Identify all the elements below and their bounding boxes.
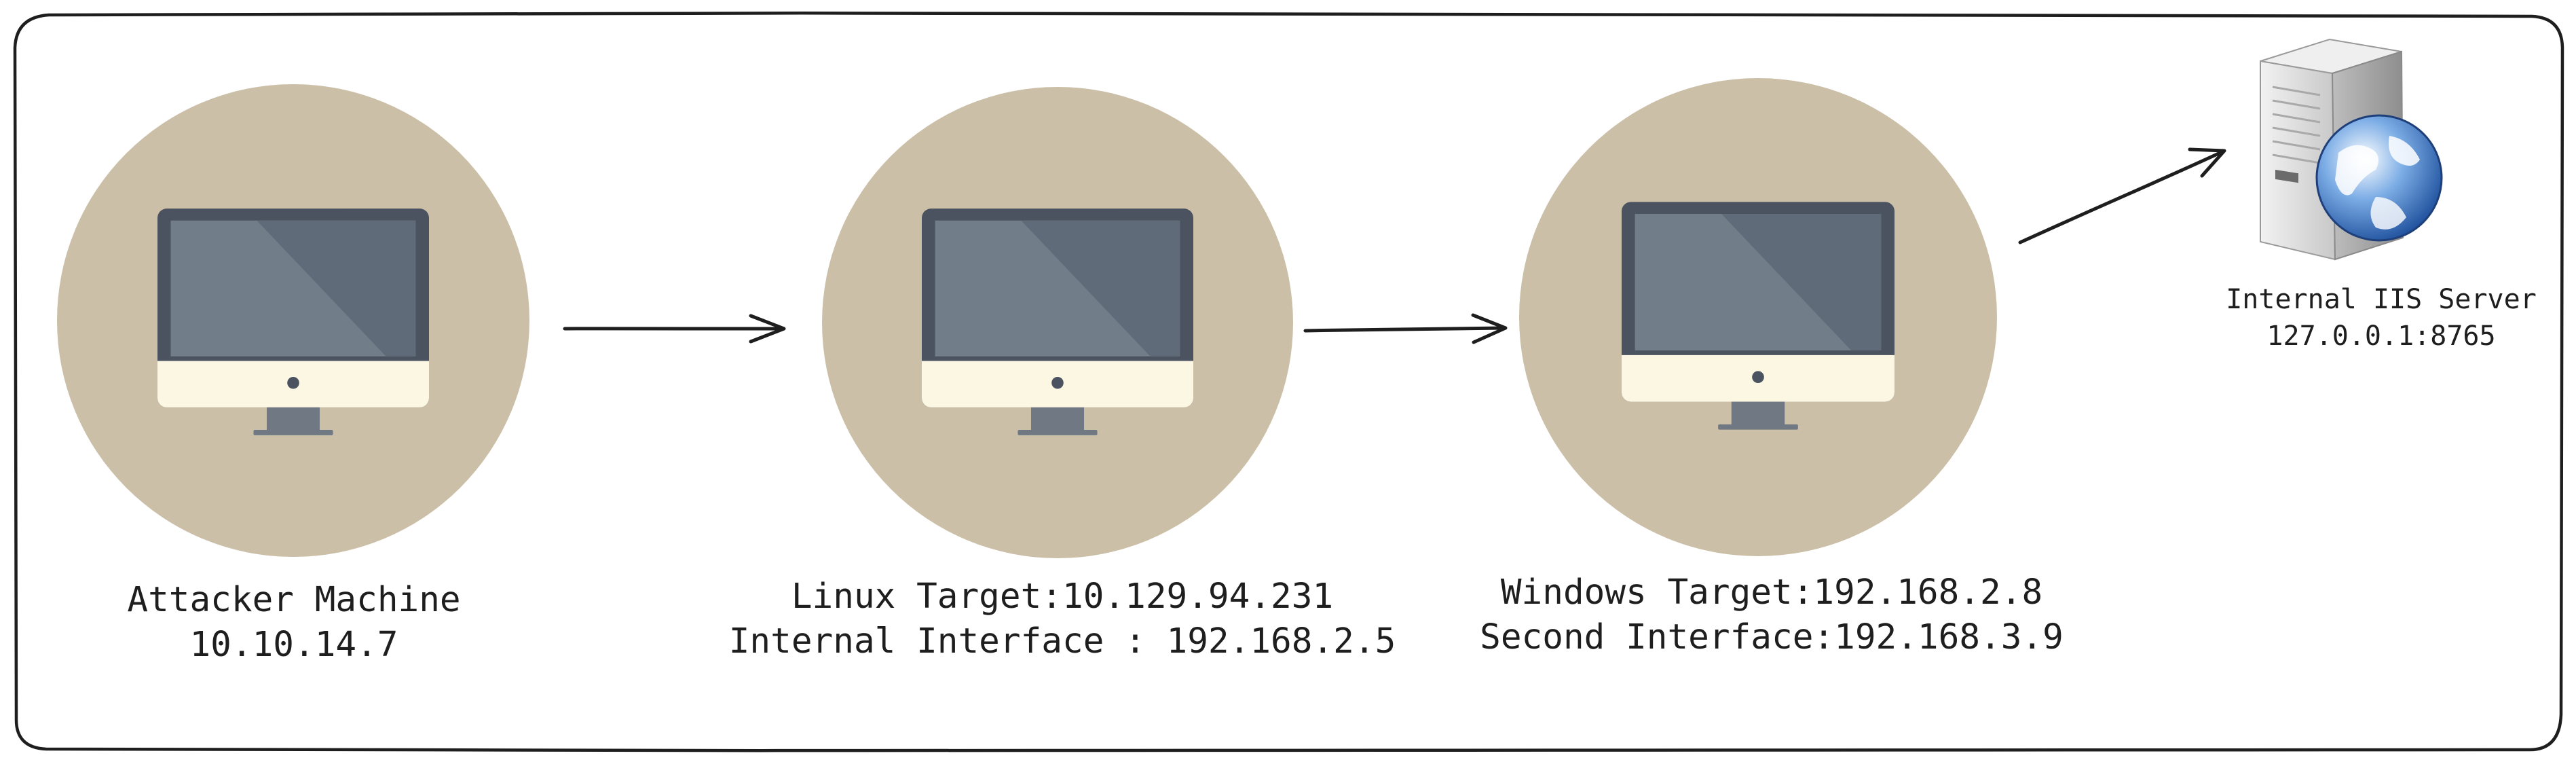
outer-frame bbox=[13, 11, 2564, 753]
web-server-icon bbox=[2260, 38, 2443, 261]
windows-name: Windows Target:192.168.2.8 bbox=[1500, 572, 2043, 613]
node-windows bbox=[1519, 78, 1997, 556]
attacker-label: Attacker Machine 10.10.14.7 bbox=[127, 578, 460, 668]
arrow-windows-to-iis bbox=[2018, 147, 2226, 244]
iis-address: 127.0.0.1:8765 bbox=[2266, 321, 2496, 352]
linux-name: Linux Target:10.129.94.231 bbox=[791, 577, 1334, 617]
iis-label: Internal IIS Server 127.0.0.1:8765 bbox=[2226, 281, 2537, 354]
arrow-linux-to-windows bbox=[1303, 313, 1508, 344]
attacker-ip: 10.10.14.7 bbox=[189, 625, 398, 665]
node-linux bbox=[822, 87, 1293, 558]
windows-interface: Second Interface:192.168.3.9 bbox=[1480, 617, 2064, 657]
arrow-attacker-to-linux bbox=[563, 314, 786, 344]
monitor-icon bbox=[922, 208, 1193, 435]
monitor-icon bbox=[1622, 202, 1894, 430]
linux-interface: Internal Interface : 192.168.2.5 bbox=[728, 621, 1396, 661]
linux-label: Linux Target:10.129.94.231 Internal Inte… bbox=[729, 575, 1396, 664]
attacker-name: Attacker Machine bbox=[127, 580, 461, 620]
iis-name: Internal IIS Server bbox=[2226, 284, 2537, 315]
node-attacker bbox=[57, 84, 529, 557]
windows-label: Windows Target:192.168.2.8 Second Interf… bbox=[1480, 570, 2064, 660]
monitor-icon bbox=[157, 208, 429, 435]
